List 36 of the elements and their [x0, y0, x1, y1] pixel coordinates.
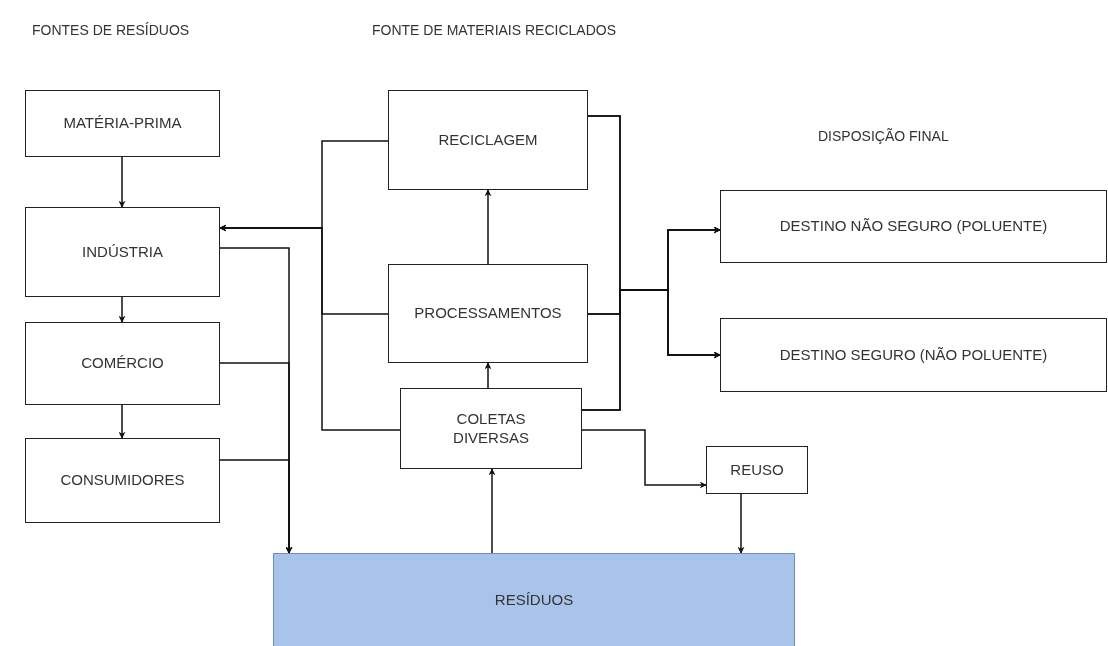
- arrow: [118, 156, 126, 208]
- arrow: [484, 362, 492, 389]
- node-label: DESTINO NÃO SEGURO (POLUENTE): [779, 217, 1048, 236]
- process-box: [706, 446, 808, 494]
- node-label: CONSUMIDORES: [60, 471, 185, 490]
- arrow: [484, 189, 492, 265]
- process-box: [25, 90, 220, 157]
- arrow: [581, 289, 721, 411]
- process-box: [25, 322, 220, 405]
- node-label: MATÉRIA-PRIMA: [63, 114, 182, 133]
- arrow: [737, 493, 745, 554]
- node-label: RECICLAGEM: [438, 130, 538, 150]
- arrow: [581, 429, 707, 489]
- node-label: RESÍDUOS: [494, 590, 574, 610]
- node-label: REUSO: [730, 460, 784, 480]
- process-box: [25, 207, 220, 297]
- arrow: [118, 404, 126, 439]
- section-heading: DISPOSIÇÃO FINAL: [818, 128, 949, 144]
- waste-box: [273, 553, 795, 646]
- node-label: COLETAS DIVERSAS: [452, 409, 530, 448]
- section-heading: FONTES DE RESÍDUOS: [32, 22, 190, 38]
- arrow: [118, 296, 126, 323]
- process-box: [400, 388, 582, 469]
- process-box: [720, 318, 1107, 392]
- node-label: PROCESSAMENTOS: [414, 304, 562, 323]
- arrow: [488, 468, 496, 554]
- section-heading: FONTE DE MATERIAIS RECICLADOS: [372, 22, 616, 38]
- process-box: [720, 190, 1107, 263]
- process-box: [388, 90, 588, 190]
- process-box: [388, 264, 588, 363]
- node-label: INDÚSTRIA: [82, 242, 163, 262]
- arrow: [219, 459, 293, 554]
- process-box: [25, 438, 220, 523]
- node-label: DESTINO SEGURO (NÃO POLUENTE): [779, 345, 1048, 365]
- arrow: [219, 224, 401, 431]
- node-label: COMÉRCIO: [81, 354, 164, 373]
